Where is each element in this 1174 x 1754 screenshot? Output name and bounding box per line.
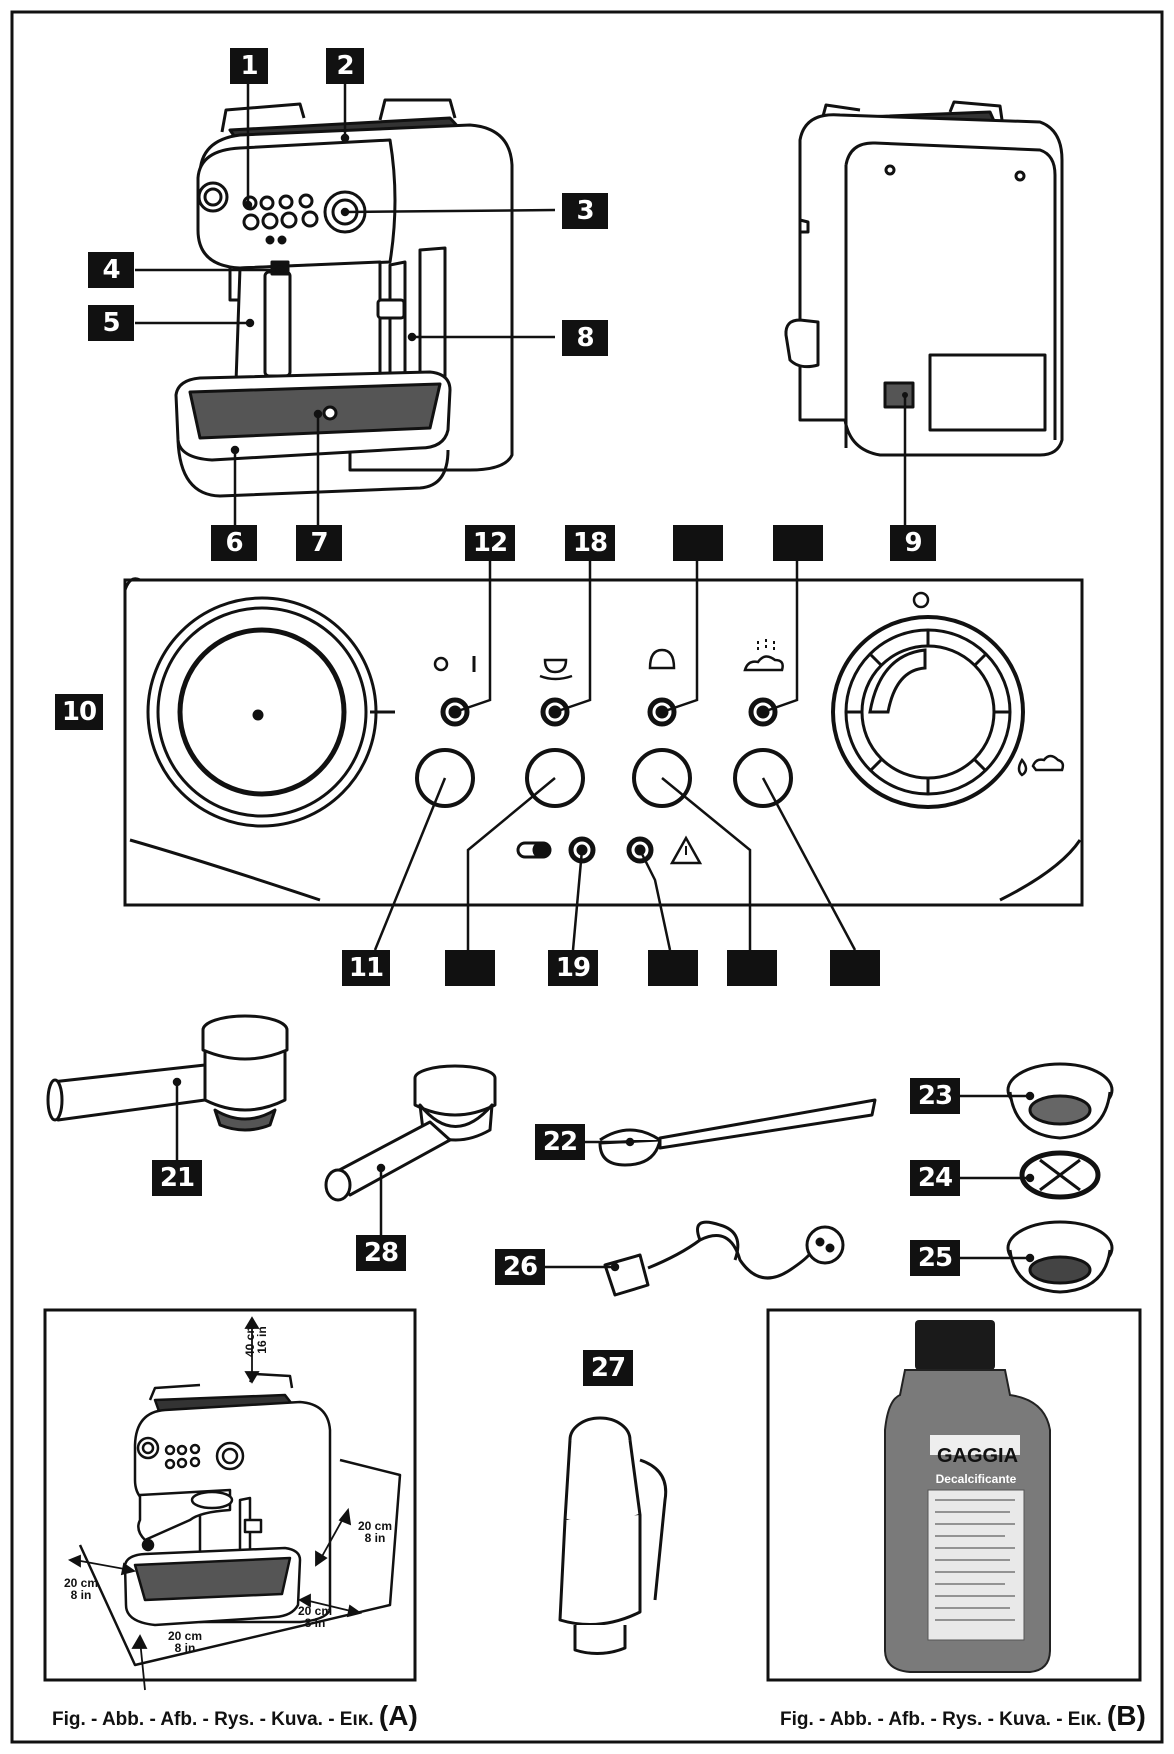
label-9: 9 — [890, 525, 936, 561]
label-22: 22 — [535, 1124, 585, 1160]
figure-a-caption-prefix: Fig. - Abb. - Afb. - Rys. - Kuva. - Εικ. — [52, 1709, 374, 1730]
label-8: 8 — [562, 320, 608, 356]
label-5: 5 — [88, 305, 134, 341]
label-1: 1 — [230, 48, 268, 84]
label-2: 2 — [326, 48, 364, 84]
bottle-product: Decalcificante — [935, 1472, 1017, 1486]
control-panel-illustration — [123, 577, 1084, 907]
bottle-brand: GAGGIA — [936, 1445, 1019, 1467]
label-10: 10 — [55, 694, 103, 730]
label-24: 24 — [910, 1160, 960, 1196]
label-7: 7 — [296, 525, 342, 561]
label-4: 4 — [88, 252, 134, 288]
label-blank-f — [830, 950, 880, 986]
label-blank-b — [773, 525, 823, 561]
figure-a-caption-letter: (A) — [378, 1700, 418, 1731]
figure-b-caption-prefix: Fig. - Abb. - Afb. - Rys. - Kuva. - Εικ. — [780, 1709, 1102, 1730]
label-28: 28 — [356, 1235, 406, 1271]
label-19: 19 — [548, 950, 598, 986]
label-blank-a — [673, 525, 723, 561]
label-27: 27 — [583, 1350, 633, 1386]
figure-a-frame — [43, 1308, 417, 1682]
figure-a-dimension-arrows — [67, 1316, 363, 1691]
outer-border — [10, 10, 1164, 1744]
label-21: 21 — [152, 1160, 202, 1196]
label-6: 6 — [211, 525, 257, 561]
label-23: 23 — [910, 1078, 960, 1114]
figure-a-machine — [78, 1372, 402, 1667]
figure-b-caption-letter: (B) — [1106, 1700, 1146, 1731]
figure-b-frame — [766, 1308, 1142, 1682]
label-blank-e — [727, 950, 777, 986]
figure-a-caption: Fig. - Abb. - Afb. - Rys. - Kuva. - Εικ.… — [52, 1700, 418, 1732]
label-12: 12 — [465, 525, 515, 561]
panel-leader-lines — [373, 560, 857, 951]
label-26: 26 — [495, 1249, 545, 1285]
front-leader-lines — [135, 80, 556, 530]
label-18: 18 — [565, 525, 615, 561]
machine-front-illustration — [174, 98, 514, 498]
machine-back-illustration — [784, 100, 1064, 457]
label-blank-d — [648, 950, 698, 986]
accessory-leader-lines — [172, 1077, 1035, 1272]
power-symbols: O I — [435, 652, 436, 653]
label-blank-c — [445, 950, 495, 986]
label-25: 25 — [910, 1240, 960, 1276]
figure-b-caption: Fig. - Abb. - Afb. - Rys. - Kuva. - Εικ.… — [780, 1700, 1146, 1732]
label-3: 3 — [562, 193, 608, 229]
label-11: 11 — [342, 950, 390, 986]
accessories-illustration — [46, 1014, 1114, 1655]
decalcifier-bottle — [884, 1320, 1051, 1673]
